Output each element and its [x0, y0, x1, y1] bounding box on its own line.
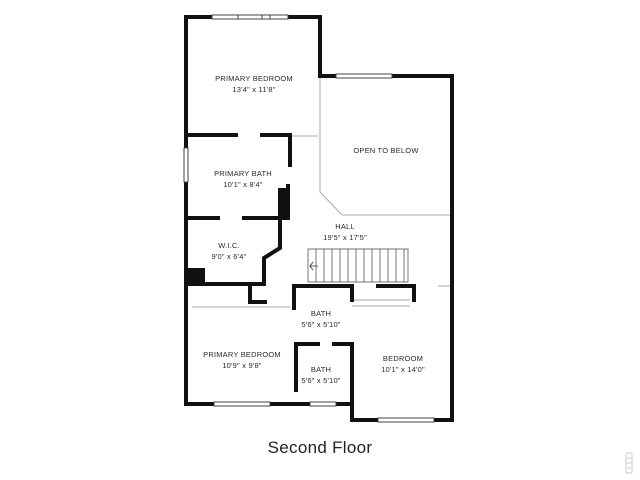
walls: [184, 15, 454, 422]
bath-2-name: BATH: [311, 365, 331, 374]
wic-fixture-block: [188, 268, 205, 284]
wic-dims: 9'0" x 6'4": [212, 252, 247, 261]
room-labels: PRIMARY BEDROOM 13'4" x 11'8" OPEN TO BE…: [203, 74, 425, 385]
bath-2-dims: 5'6" x 5'10": [301, 376, 340, 385]
primary-bath-name: PRIMARY BATH: [214, 169, 272, 178]
primary-bedroom-top-name: PRIMARY BEDROOM: [215, 74, 293, 83]
primary-bedroom-bottom-dims: 10'9" x 9'8": [222, 361, 261, 370]
open-to-below-railing: [319, 78, 450, 216]
bath-1-dims: 5'6" x 5'10": [301, 320, 340, 329]
thin-lines: [192, 78, 450, 308]
open-to-below-label: OPEN TO BELOW: [353, 146, 419, 155]
windows: [183, 14, 435, 423]
hall-dims: 19'5" x 17'5": [323, 233, 367, 242]
staircase: [307, 248, 409, 283]
primary-bedroom-bottom-name: PRIMARY BEDROOM: [203, 350, 281, 359]
watermark-icon: [625, 452, 633, 474]
bath-1-name: BATH: [311, 309, 331, 318]
floor-title: Second Floor: [267, 438, 373, 457]
bedroom-dims: 10'1" x 14'0": [381, 365, 425, 374]
primary-bedroom-top-dims: 13'4" x 11'8": [232, 85, 275, 94]
primary-bath-dims: 10'1" x 8'4": [223, 180, 262, 189]
hall-name: HALL: [335, 222, 355, 231]
bedroom-name: BEDROOM: [383, 354, 423, 363]
wic-name: W.I.C.: [218, 241, 240, 250]
bath-fixture-block: [278, 188, 290, 218]
